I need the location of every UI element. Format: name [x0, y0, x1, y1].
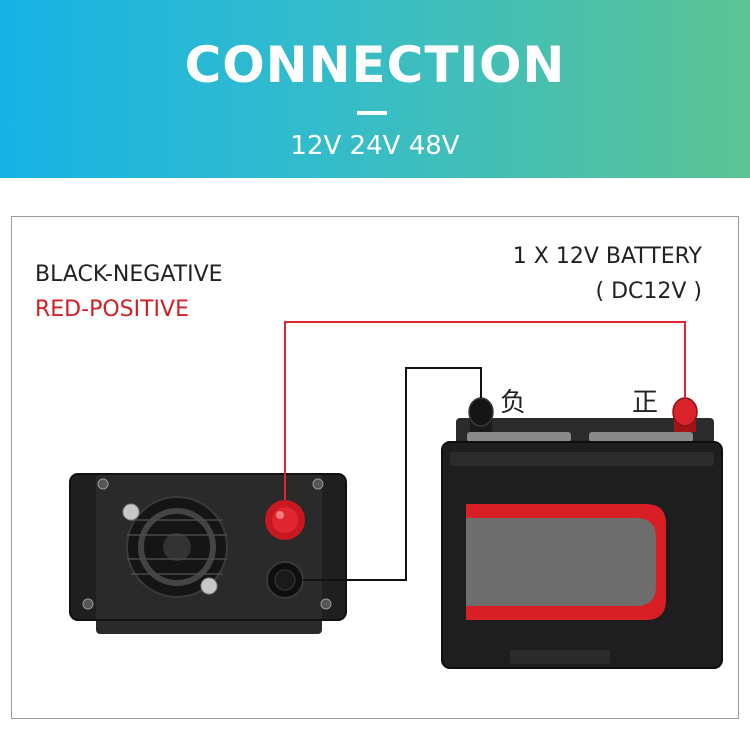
- negative-wire: [303, 367, 482, 581]
- banner-subtitle: 12V 24V 48V: [290, 131, 460, 161]
- inverter-negative-terminal: [266, 561, 304, 599]
- battery-positive-terminal: [672, 397, 698, 432]
- banner-title: CONNECTION: [184, 36, 566, 94]
- inverter: [69, 473, 347, 634]
- inverter-screws: [82, 478, 332, 610]
- battery-negative-terminal: [468, 397, 494, 432]
- header-banner: CONNECTION 12V 24V 48V: [0, 0, 750, 178]
- banner-divider: [357, 111, 387, 115]
- battery-label: [466, 504, 666, 620]
- battery-voltage: ( DC12V ): [595, 279, 703, 304]
- diagram-frame: [11, 216, 739, 719]
- legend-red-positive: RED-POSITIVE: [35, 297, 189, 322]
- inverter-positive-terminal: [265, 500, 305, 540]
- positive-wire: [284, 321, 686, 500]
- fan-screw-bottom: [200, 577, 218, 595]
- negative-terminal-label: 负: [500, 388, 527, 418]
- legend-black-negative: BLACK-NEGATIVE: [35, 262, 223, 287]
- battery-title: 1 X 12V BATTERY: [512, 244, 702, 269]
- battery: [441, 397, 723, 669]
- cooling-fan: [126, 496, 228, 598]
- fan-screw-top: [122, 503, 140, 521]
- positive-terminal-label: 正: [632, 388, 659, 418]
